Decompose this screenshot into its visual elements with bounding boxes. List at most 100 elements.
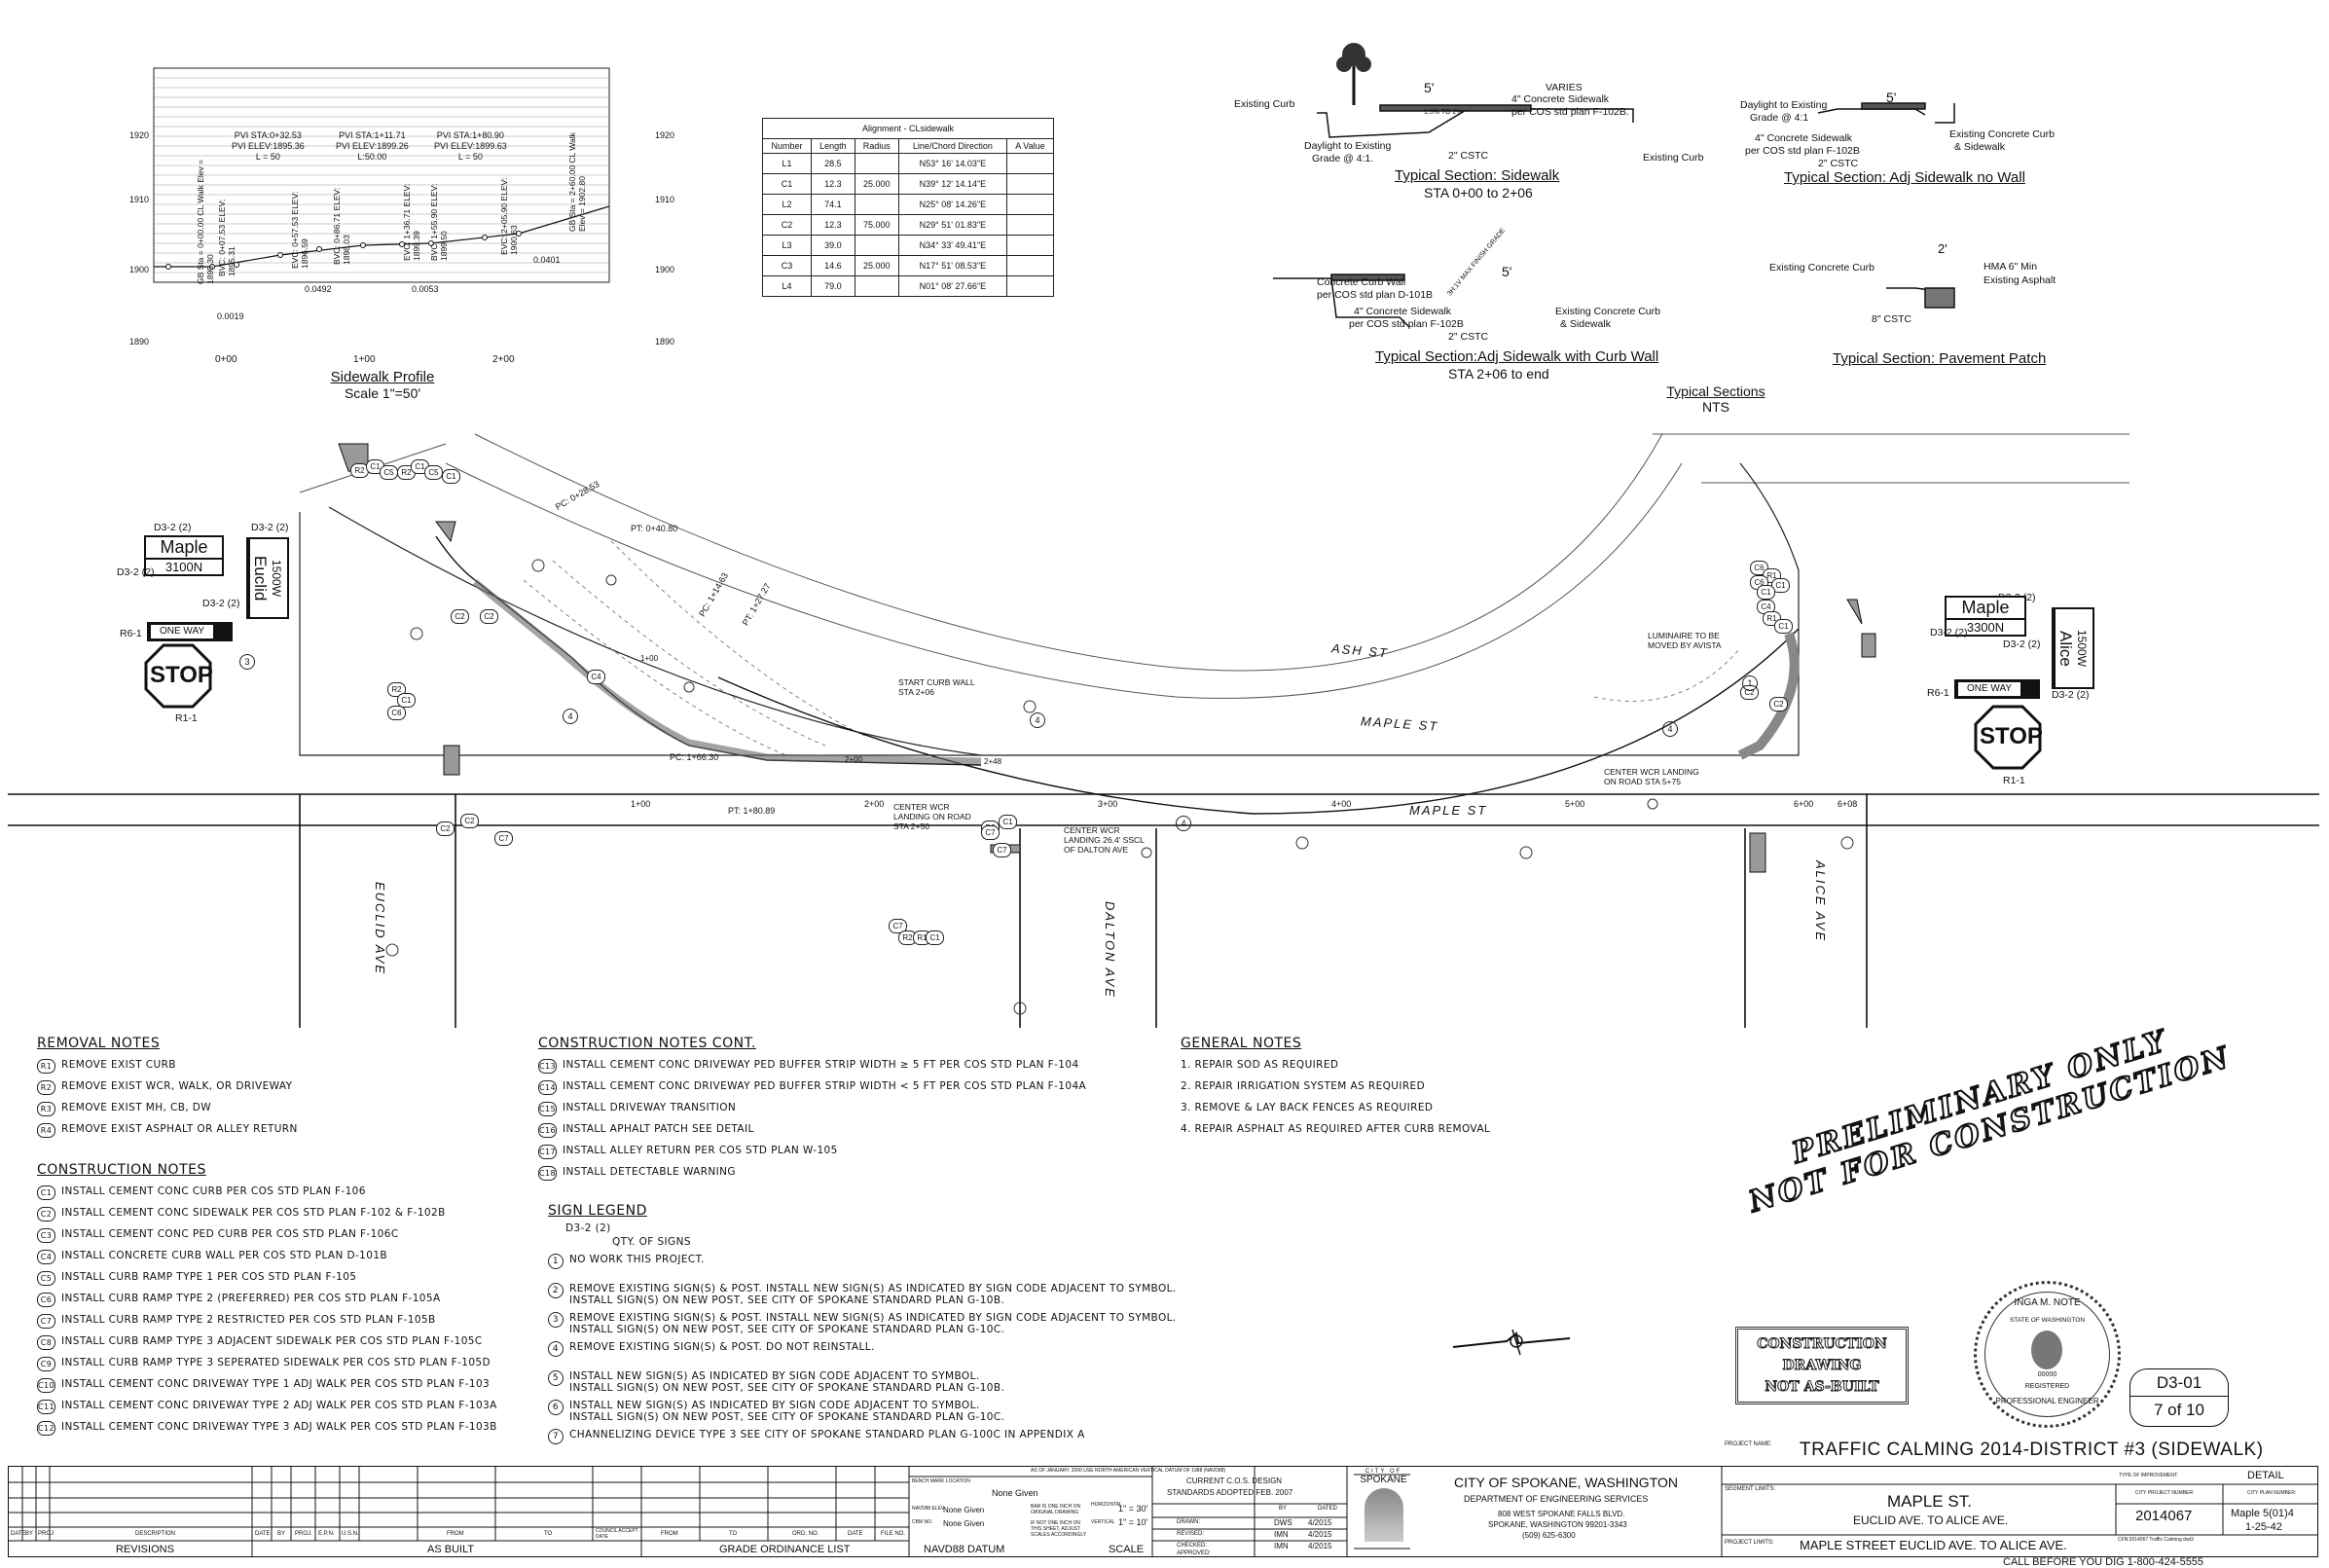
construction-note-text: INSTALL CURB RAMP TYPE 1 PER COS STD PLA… (61, 1271, 357, 1283)
construction-note-code: C2 (37, 1207, 55, 1222)
sec-sw-slope: 1.5% TO 2% (1424, 109, 1463, 116)
plan-value: Maple 5(01)4 (2231, 1508, 2294, 1519)
plan-callout: R2 (350, 463, 369, 478)
grade-2: 0.0492 (305, 284, 332, 294)
alignment-header-2: Radius (854, 138, 899, 154)
navd-value: None Given (943, 1506, 985, 1514)
sec-sw-varies: VARIES (1546, 82, 1583, 93)
project-name: TRAFFIC CALMING 2014-DISTRICT #3 (SIDEWA… (1800, 1440, 2264, 1460)
left-cross-sign: Euclid 1500W (246, 537, 289, 619)
type-label: TYPE OF IMPROVEMENT: (2119, 1473, 2178, 1478)
construction-note-code: C1 (37, 1185, 55, 1200)
plan-callout: C7 (494, 831, 513, 846)
sec-cw-width: 5' (1502, 264, 1512, 279)
sec-nw-cstc: 2" CSTC (1818, 158, 1859, 169)
sec-pp-title: Typical Section: Pavement Patch (1833, 350, 2047, 367)
plan-note-2: 4 (1030, 712, 1045, 728)
alignment-cell: 12.3 (811, 214, 855, 236)
addr-1: 808 WEST SPOKANE FALLS BLVD. (1498, 1510, 1625, 1518)
right-cross-number: 1500W (2075, 629, 2089, 668)
alignment-cell: L1 (761, 153, 813, 174)
profile-title: Sidewalk Profile Scale 1"=50' (324, 369, 441, 401)
plan-wcr2-1: CENTER WCR (1064, 825, 1120, 835)
logo-spokane: SPOKANE (1360, 1475, 1407, 1485)
sign-legend-number: 6 (548, 1400, 564, 1415)
elev-label-r1890: 1890 (655, 337, 675, 346)
sign-legend-text: REMOVE EXISTING SIGN(S) & POST. INSTALL … (569, 1312, 1177, 1335)
sign-legend-line2: INSTALL SIGN(S) ON NEW POST, SEE CITY OF… (569, 1295, 1005, 1306)
profile-vlabel-6: BVC: 1+55.90 ELEV: 1899.50 (429, 183, 449, 261)
trees (385, 559, 1854, 1015)
alignment-cell: N34° 33' 49.41"E (897, 235, 1007, 256)
cpn-value: 2014067 (2135, 1508, 2193, 1524)
project-label: PROJECT NAME: (1725, 1441, 1772, 1447)
sec-nw-existing2: & Sidewalk (1954, 141, 2005, 153)
left-cross-name: Euclid (248, 539, 270, 617)
right-cross-sign: Alice 1500W (2052, 607, 2094, 689)
plan-callout: C2 (480, 609, 498, 624)
sign-legend-text: REMOVE EXISTING SIGN(S) & POST. INSTALL … (569, 1283, 1177, 1306)
plan-callout: C7 (993, 843, 1011, 857)
segment-sub: EUCLID AVE. TO ALICE AVE. (1853, 1513, 2009, 1527)
construction-note-text: INSTALL CEMENT CONC PED CURB PER COS STD… (61, 1228, 399, 1240)
plan-callout: C1 (926, 930, 944, 945)
pvi-2: PVI STA:1+11.71 PVI ELEV:1899.26 L:50.00 (336, 130, 409, 163)
station-300: 3+00 (1098, 799, 1118, 809)
plan-callout: C1 (442, 469, 460, 484)
alignment-cell (1005, 275, 1055, 297)
sign-legend-number: 3 (548, 1312, 564, 1328)
sec-pp-width: 2' (1938, 241, 1947, 256)
plan-callout: C7 (981, 825, 1000, 840)
construction-cont-note-text: INSTALL CEMENT CONC DRIVEWAY PED BUFFER … (563, 1080, 1087, 1092)
station-608: 6+08 (1838, 799, 1858, 809)
plan-wcr2-2: LANDING 26.4' SSCL (1064, 835, 1145, 845)
plan-wcr1-1: CENTER WCR (893, 802, 950, 812)
sec-cw-sub: STA 2+06 to end (1448, 366, 1549, 382)
approved-label: APPROVED: (1177, 1550, 1212, 1556)
sign-legend-item: 6 INSTALL NEW SIGN(S) AS INDICATED BY SIG… (548, 1400, 1177, 1429)
removal-note-text: REMOVE EXIST MH, CB, DW (61, 1102, 212, 1113)
rev-col-proj: PROJ (38, 1531, 55, 1537)
plan-callout: C7 (889, 919, 907, 933)
sec-cw-existing2: & Sidewalk (1560, 318, 1611, 330)
sign-legend-line2: INSTALL SIGN(S) ON NEW POST, SEE CITY OF… (569, 1324, 1005, 1335)
profile-graph (153, 67, 610, 283)
construction-note-code: C12 (37, 1421, 55, 1436)
sign-legend-example-code: D3-2 (2) (565, 1222, 611, 1234)
sign-legend-text: INSTALL NEW SIGN(S) AS INDICATED BY SIGN… (569, 1370, 1004, 1394)
left-sign-qty2: D3-2 (2) (251, 522, 289, 533)
alignment-cell: N25° 08' 14.26"E (897, 194, 1007, 215)
rev-col-desc: DESCRIPTION (135, 1531, 176, 1537)
limits-label: PROJECT LIMITS: (1725, 1540, 1774, 1546)
station-200: 2+00 (864, 799, 885, 809)
left-r6: R6-1 (120, 628, 142, 639)
sec-sw-existing-curb: Existing Curb (1234, 98, 1295, 110)
pvi-3-sta: PVI STA:1+80.90 (436, 130, 504, 140)
alignment-cell: C2 (761, 214, 813, 236)
sections-caption-text: Typical Sections (1666, 383, 1765, 399)
ab-col-date: DATE (255, 1531, 271, 1537)
sign-legend-line1: REMOVE EXISTING SIGN(S) & POST. INSTALL … (569, 1312, 1177, 1324)
sign-legend-heading: SIGN LEGEND (548, 1203, 647, 1219)
construction-note-code: C5 (37, 1271, 55, 1286)
profile-vlabel-2: BVC: 0+07.53 ELEV: 1895.31 (217, 199, 237, 276)
plan-callout: C2 (1769, 697, 1788, 711)
sign-legend-line1: REMOVE EXISTING SIGN(S) & POST. INSTALL … (569, 1283, 1177, 1295)
cpn-label: CITY PROJECT NUMBER: (2135, 1490, 2195, 1496)
removal-heading: REMOVAL NOTES (37, 1036, 161, 1051)
station-label-200: 2+00 (492, 354, 515, 365)
pvi-1: PVI STA:0+32.53 PVI ELEV:1895.36 L = 50 (232, 130, 305, 163)
typical-sections: Existing Curb 5' VARIES 4" Concrete Side… (1215, 25, 2091, 415)
sign-legend-text: INSTALL NEW SIGN(S) AS INDICATED BY SIGN… (569, 1400, 1004, 1423)
alignment-cell: 39.0 (811, 235, 855, 256)
sec-pp-asphalt: Existing Asphalt (1983, 274, 2056, 286)
right-sign-qty4: D3-2 (2) (2052, 689, 2090, 701)
